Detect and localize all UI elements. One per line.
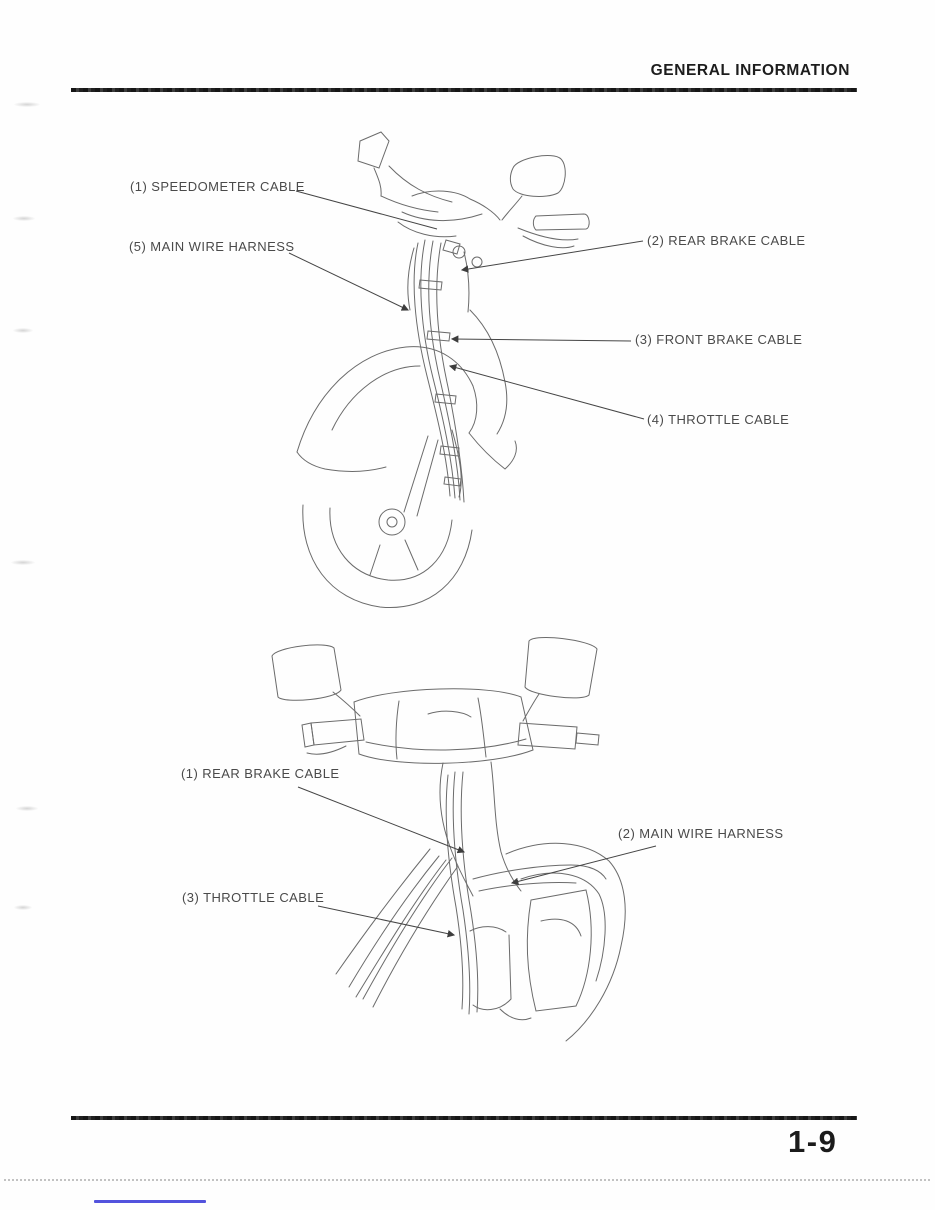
label-main-wire-harness-rear: (2) MAIN WIRE HARNESS — [618, 826, 784, 841]
label-rear-brake-cable-front: (2) REAR BRAKE CABLE — [647, 233, 806, 248]
scan-artifact — [16, 806, 38, 811]
page-number: 1-9 — [788, 1124, 838, 1159]
header-divider — [71, 88, 857, 92]
scooter-front-view-drawing — [296, 131, 590, 609]
label-speedometer-cable: (1) SPEEDOMETER CABLE — [130, 179, 305, 194]
label-front-brake-cable: (3) FRONT BRAKE CABLE — [635, 332, 803, 347]
label-rear-brake-cable-rear: (1) REAR BRAKE CABLE — [181, 766, 340, 781]
scan-artifact — [14, 102, 40, 107]
callout-leader-lines — [288, 190, 657, 938]
scan-artifact — [11, 560, 35, 565]
page-title: GENERAL INFORMATION — [650, 62, 850, 79]
label-main-wire-harness-front: (5) MAIN WIRE HARNESS — [129, 239, 295, 254]
scan-artifact — [14, 905, 32, 910]
blue-marker-line — [94, 1200, 206, 1203]
scan-dotted-line — [4, 1179, 930, 1181]
label-throttle-cable-front: (4) THROTTLE CABLE — [647, 412, 790, 427]
label-throttle-cable-rear: (3) THROTTLE CABLE — [182, 890, 325, 905]
scooter-rear-view-drawing — [271, 637, 626, 1042]
footer-divider — [71, 1116, 857, 1120]
scan-artifact — [13, 216, 35, 221]
scan-artifact — [13, 328, 33, 333]
